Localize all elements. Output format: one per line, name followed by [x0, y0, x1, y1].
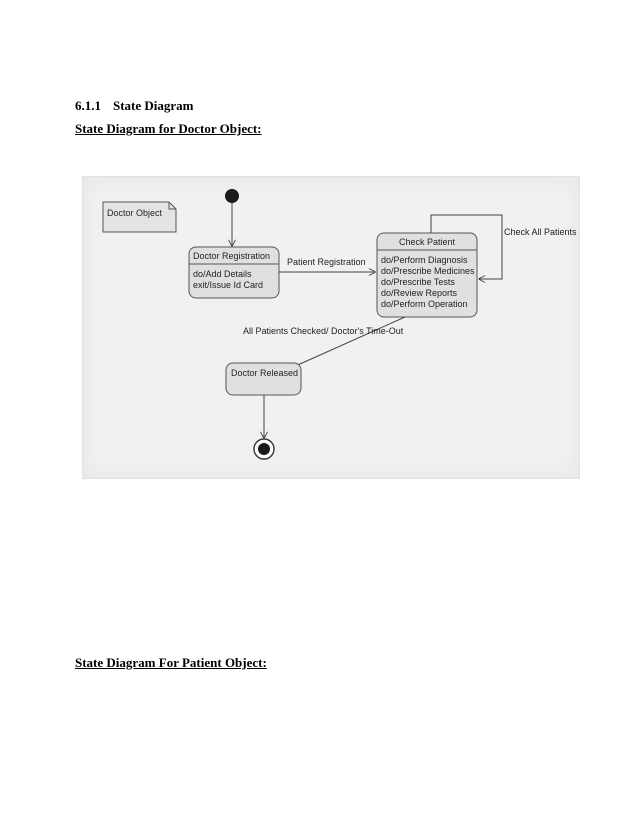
state-action: do/Prescribe Medicines: [381, 266, 475, 276]
state-diagram-canvas: Doctor Object Doctor Registration do/Add…: [102, 189, 577, 460]
transition-check-all-patients: [430, 214, 503, 279]
state-doctor-registration: Doctor Registration do/Add Details exit/…: [188, 246, 280, 299]
state-name: Doctor Registration: [193, 251, 270, 261]
state-doctor-released: Doctor Released: [225, 362, 302, 396]
patient-diagram-heading: State Diagram For Patient Object:: [75, 655, 267, 670]
initial-state: [225, 189, 239, 203]
doctor-state-diagram: Doctor Object Doctor Registration do/Add…: [82, 176, 580, 479]
state-check-patient: Check Patient do/Perform Diagnosis do/Pr…: [376, 232, 478, 318]
transition-all-patients-checked: [291, 316, 406, 368]
section-heading: 6.1.1 State Diagram: [75, 98, 194, 114]
transition-label: All Patients Checked/ Doctor's Time-Out: [243, 326, 404, 336]
state-name: Check Patient: [399, 237, 456, 247]
section-title: State Diagram: [113, 98, 194, 113]
state-name: Doctor Released: [231, 368, 298, 378]
state-action: do/Perform Diagnosis: [381, 255, 468, 265]
state-action: do/Review Reports: [381, 288, 458, 298]
doctor-diagram-heading: State Diagram for Doctor Object:: [75, 121, 262, 136]
state-action: exit/Issue Id Card: [193, 280, 263, 290]
state-action: do/Add Details: [193, 269, 252, 279]
note-doctor-object: Doctor Object: [102, 201, 177, 233]
transition-label: Check All Patients: [504, 227, 577, 237]
note-label: Doctor Object: [107, 208, 163, 218]
state-action: do/Perform Operation: [381, 299, 468, 309]
section-number: 6.1.1: [75, 98, 101, 113]
final-state: [253, 438, 275, 460]
state-action: do/Prescribe Tests: [381, 277, 455, 287]
transition-label: Patient Registration: [287, 257, 366, 267]
